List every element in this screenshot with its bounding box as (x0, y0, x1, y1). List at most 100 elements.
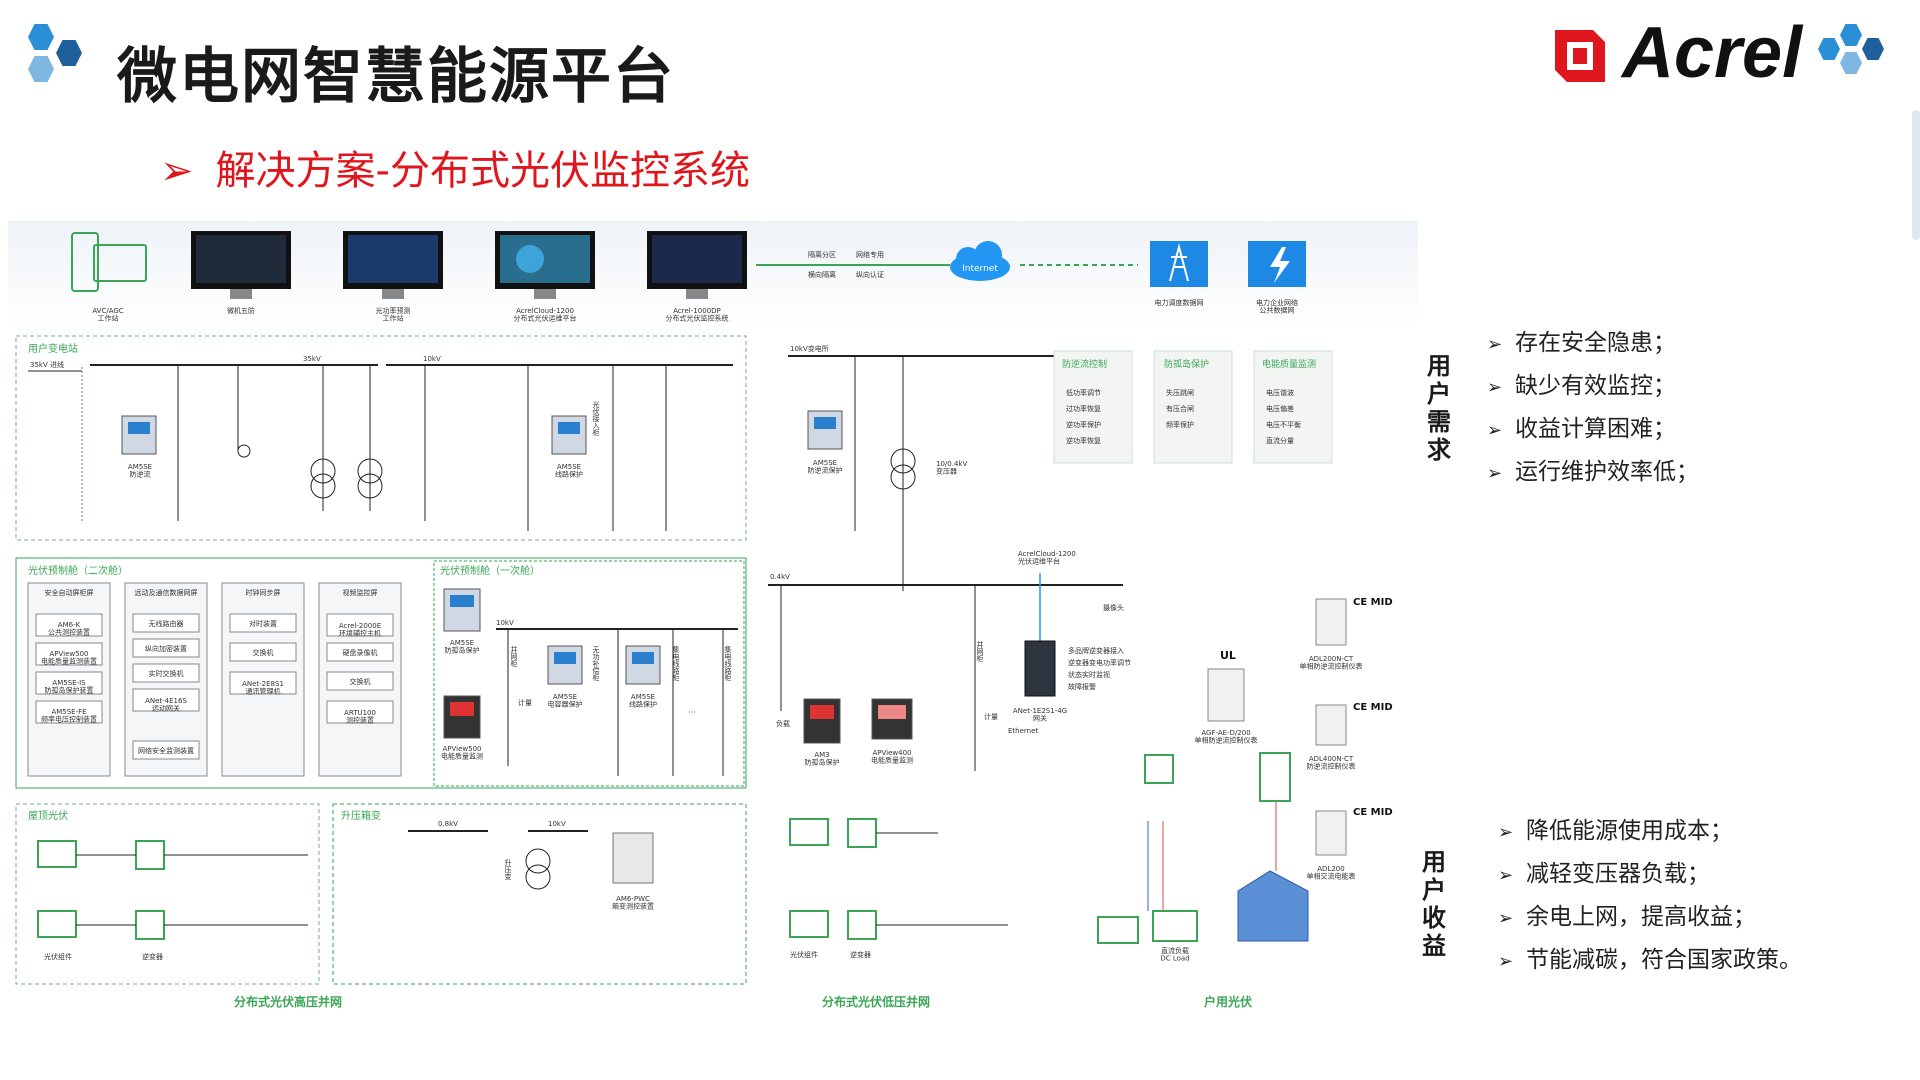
dispatch-network-icon: 电力调度数据网 (1150, 241, 1208, 307)
component-label: 逆变器 (850, 950, 871, 959)
function-item: 电压谐波 (1266, 388, 1294, 397)
list-item-text: 运行维护效率低； (1515, 459, 1699, 485)
list-item-text: 缺少有效监控； (1515, 373, 1676, 399)
list-item: ➢ 余电上网，提高收益； (1498, 896, 1802, 939)
panel-item: 纵向加密装置 (145, 644, 187, 653)
list-item: ➢节能减碳，符合国家政策。 (1498, 939, 1802, 982)
pv-panel-icon (789, 910, 829, 938)
function-item: 逆功率保护 (1066, 420, 1101, 429)
meter-label: 计量 (984, 712, 998, 721)
list-item: ➢ 降低能源使用成本； (1498, 810, 1802, 853)
meter-label: 计量 (518, 698, 532, 707)
panel-head: 远动及通信数据网屏 (135, 588, 198, 597)
function-title: 防孤岛保护 (1164, 358, 1209, 370)
hex-icon (1818, 38, 1840, 60)
panel-item: 硬盘录像机 (343, 648, 378, 657)
arrow-icon: ➢ (160, 148, 194, 194)
function-title: 电能质量监测 (1262, 358, 1316, 370)
section-title: 升压箱变 (341, 809, 381, 822)
arrow-icon: ➢ (1498, 865, 1514, 886)
inverter-icon (1144, 754, 1174, 784)
page-subtitle: ➢解决方案-分布式光伏监控系统 (160, 138, 750, 196)
gateway-note: 多品牌逆变器接入 (1068, 646, 1124, 655)
meter-box-icon (1259, 752, 1291, 802)
list-item-text: 减轻变压器负载； (1526, 861, 1710, 887)
arrow-icon: ➢ (1487, 420, 1503, 441)
internet-cloud-icon: Internet (950, 241, 1010, 281)
transformer-label: 升压变 (504, 858, 512, 881)
grid-label: 电力调度数据网 (1155, 298, 1204, 307)
list-item-text: 存在安全隐患； (1515, 330, 1676, 356)
panel-head: 安全自动屏柜屏 (45, 588, 94, 597)
section-title: 屋顶光伏 (28, 809, 68, 822)
battery-icon (1097, 916, 1139, 944)
benefits-list: ➢ 降低能源使用成本； ➢ 减轻变压器负载； ➢ 余电上网，提高收益； ➢节能减碳，符… (1498, 810, 1802, 982)
function-item: 失压跳闸 (1166, 388, 1194, 397)
component-label: 光伏组件 (44, 952, 72, 961)
ce-mid-mark: CE MID (1353, 597, 1393, 608)
logo-mark-icon (1555, 30, 1605, 82)
bus-label: 10kV (496, 619, 514, 627)
benefits-label: 用户收益 (1422, 848, 1446, 960)
arrow-icon: ➢ (1498, 822, 1514, 843)
inverter-icon (847, 910, 877, 940)
list-item-text: 降低能源使用成本； (1526, 818, 1733, 844)
bus-label: 35kV (303, 355, 321, 363)
hex-icon (56, 40, 82, 66)
list-item: ➢ 收益计算困难； (1487, 408, 1699, 451)
page-title: 微电网智慧能源平台 (117, 42, 675, 112)
top-device-forecast: 光功率预测工作站 (343, 231, 443, 323)
gateway-note: 故障报警 (1068, 682, 1096, 691)
inverter-icon (847, 818, 877, 848)
list-item: ➢ 减轻变压器负载； (1498, 853, 1802, 896)
hex-icon (1840, 52, 1862, 74)
arrow-icon: ➢ (1487, 334, 1503, 355)
arrow-icon: ➢ (1487, 377, 1503, 398)
gateway-note: 逆变器变电功率调节 (1068, 658, 1131, 667)
ce-mid-mark: CE MID (1353, 807, 1393, 818)
logo-text: Acrel (1622, 13, 1803, 93)
panel-item: 交换机 (350, 677, 371, 686)
house-icon (1237, 870, 1309, 942)
hex-icon (28, 56, 54, 82)
demand-label: 用户需求 (1427, 352, 1451, 464)
function-item: 过功率恢复 (1066, 404, 1101, 413)
scrollbar[interactable] (1912, 110, 1920, 240)
panel-item: 交换机 (253, 648, 274, 657)
arrow-icon: ➢ (1498, 908, 1514, 929)
list-item-text: 收益计算困难； (1515, 416, 1676, 442)
function-item: 有压合闸 (1166, 404, 1194, 413)
function-title: 防逆流控制 (1062, 358, 1107, 370)
list-item: ➢ 缺少有效监控； (1487, 365, 1699, 408)
list-item-text: 余电上网，提高收益； (1526, 904, 1756, 930)
cabinet-label: 无功补偿柜 (592, 646, 600, 682)
function-item: 频率保护 (1166, 420, 1194, 429)
section-title: 光伏预制舱（二次舱） (28, 564, 128, 577)
section-caption: 分布式光伏高压并网 (234, 994, 342, 1009)
function-item: 逆功率恢复 (1066, 436, 1101, 445)
